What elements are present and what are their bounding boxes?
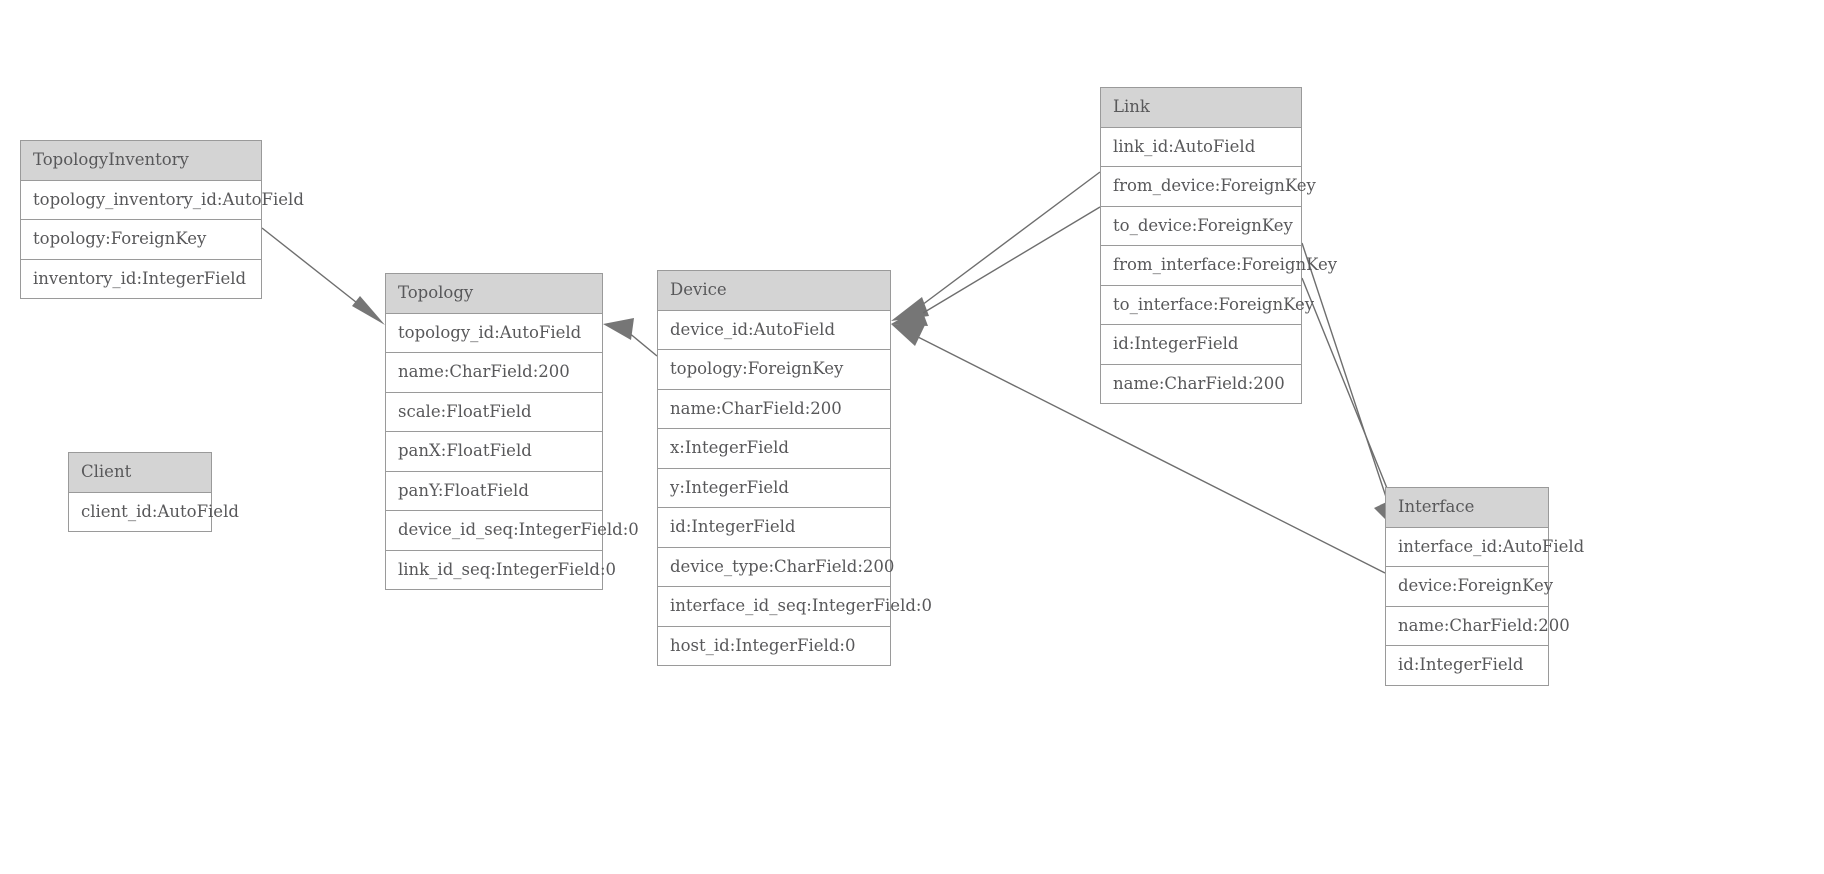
entity-title-link: Link (1101, 88, 1301, 128)
entity-field-row: topology:ForeignKey (21, 220, 261, 260)
entity-title-topology: Topology (386, 274, 602, 314)
entity-field-row: interface_id:AutoField (1386, 527, 1584, 567)
entity-field-row: panY:FloatField (386, 471, 602, 511)
entity-field-row: from_interface:ForeignKey (1101, 246, 1337, 286)
entity-field-row: link_id_seq:IntegerField:0 (386, 550, 616, 589)
entity-field-row: name:CharField:200 (386, 353, 602, 393)
entity-title-interface: Interface (1386, 488, 1548, 528)
entity-field-row: topology_id:AutoField (386, 313, 602, 353)
edge-topologyinventory-to-topology (261, 227, 385, 325)
entity-field-row: host_id:IntegerField:0 (658, 626, 890, 665)
entity-field-row: inventory_id:IntegerField (21, 259, 261, 298)
entity-field-row: id:IntegerField (658, 508, 890, 548)
entity-field-row: interface_id_seq:IntegerField:0 (658, 587, 932, 627)
entity-field-row: client_id:AutoField (69, 492, 239, 531)
entity-field-row: name:CharField:200 (1386, 606, 1570, 646)
entity-field-row: name:CharField:200 (658, 389, 890, 429)
entity-field-row: to_device:ForeignKey (1101, 206, 1301, 246)
entity-field-row: scale:FloatField (386, 392, 602, 432)
entity-field-row: name:CharField:200 (1101, 364, 1301, 403)
edge-link-from-interface-to-interface (1301, 242, 1398, 532)
edge-link-from-device-to-device (891, 171, 1101, 321)
entity-title-topology_inventory: TopologyInventory (21, 141, 261, 181)
entity-field-row: id:IntegerField (1101, 325, 1301, 365)
entity-field-row: panX:FloatField (386, 432, 602, 472)
edge-device-to-topology (603, 318, 658, 357)
entity-field-row: topology_inventory_id:AutoField (21, 180, 304, 220)
entity-field-row: device_type:CharField:200 (658, 547, 894, 587)
edge-link-to-device-to-device (891, 206, 1101, 326)
entity-title-device: Device (658, 271, 890, 311)
entity-field-row: from_device:ForeignKey (1101, 167, 1316, 207)
entity-field-row: topology:ForeignKey (658, 350, 890, 390)
entity-title-client: Client (69, 453, 211, 493)
entity-field-row: id:IntegerField (1386, 646, 1548, 685)
entity-field-row: y:IntegerField (658, 468, 890, 508)
entity-field-row: device:ForeignKey (1386, 567, 1553, 607)
entity-field-row: link_id:AutoField (1101, 127, 1301, 167)
entity-field-row: device_id:AutoField (658, 310, 890, 350)
entity-field-row: x:IntegerField (658, 429, 890, 469)
entity-field-row: to_interface:ForeignKey (1101, 285, 1314, 325)
entity-field-row: device_id_seq:IntegerField:0 (386, 511, 639, 551)
